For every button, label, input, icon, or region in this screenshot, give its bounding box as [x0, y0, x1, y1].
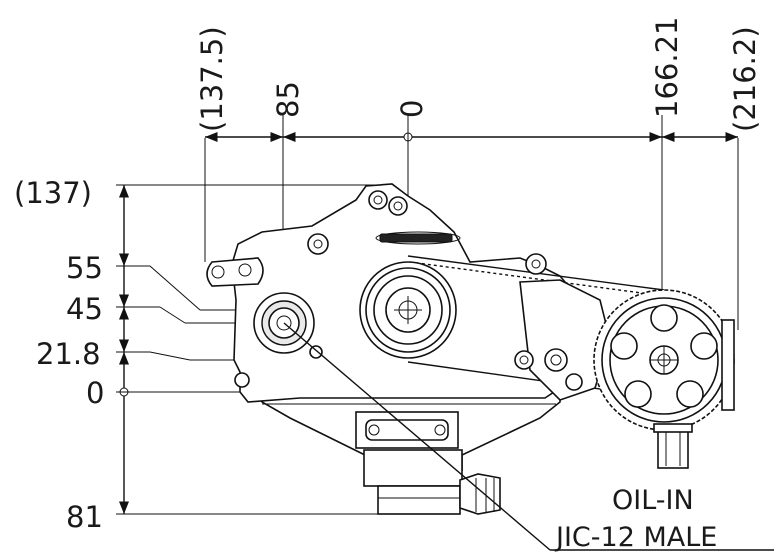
dim-label-y-81: 81: [66, 500, 103, 534]
dim-label-x-166-21: 166.21: [650, 17, 684, 118]
horizontal-dimension-line: [205, 131, 738, 143]
callout-leader: [283, 322, 774, 551]
dim-label-x-216-2: (216.2): [728, 26, 762, 132]
dim-label-y-0: 0: [86, 376, 104, 410]
callout-jic-12-male: JIC-12 MALE: [554, 522, 717, 553]
dim-label-x-0: 0: [395, 100, 429, 118]
dim-label-y-55: 55: [66, 251, 103, 285]
pulley-holes: [610, 304, 718, 408]
callout-oil-in: OIL-IN: [612, 485, 694, 516]
dim-label-y-21-8: 21.8: [36, 337, 101, 371]
dim-label-x-85: 85: [271, 81, 305, 118]
vertical-dimension-line: [118, 185, 130, 514]
dim-label-y-137: (137): [14, 176, 92, 210]
pump-assembly: [206, 183, 735, 515]
dim-label-y-45: 45: [66, 292, 103, 326]
dim-label-x-137-5: (137.5): [195, 26, 229, 132]
